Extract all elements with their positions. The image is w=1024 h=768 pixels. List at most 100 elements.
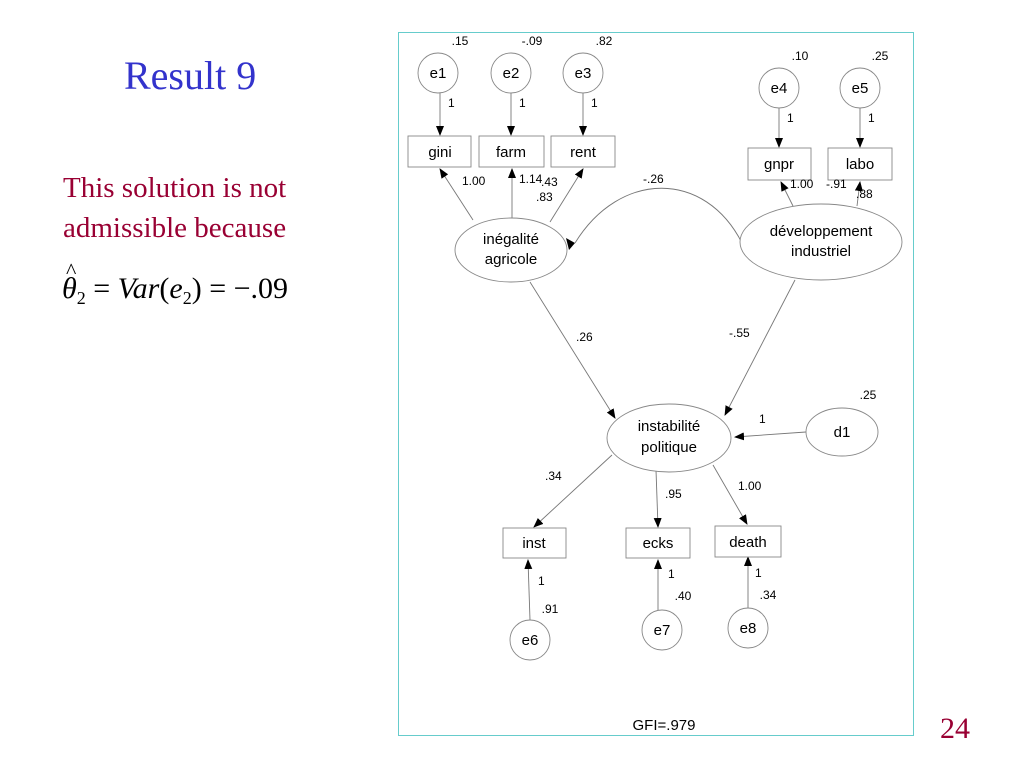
inegalite-label-line1: inégalité (483, 231, 539, 248)
e6-path-weight: 1 (538, 574, 545, 588)
indicator-rent (550, 135, 616, 168)
inegalite-label-line2: agricole (485, 251, 538, 268)
open-paren: ( (159, 272, 170, 305)
latent-instabilite-politique (606, 403, 732, 473)
page-number: 24 (940, 712, 970, 745)
e1-variance: .15 (452, 34, 469, 48)
disturbance-node-d1 (805, 407, 879, 457)
e4-variance: .10 (792, 49, 809, 63)
inst-label: inst (522, 535, 546, 552)
equals-sign-2: = (209, 272, 227, 305)
arrow-d1-instabilite (734, 431, 807, 441)
e4-label: e4 (771, 80, 788, 97)
gnpr-label: gnpr (764, 156, 794, 173)
indicator-gnpr (747, 147, 812, 181)
error-node-e2 (490, 52, 532, 94)
error-subscript: 2 (182, 288, 192, 308)
e3-label: e3 (575, 65, 592, 82)
equals-sign-1: = (93, 272, 111, 305)
arrow-instabilite-inst (533, 454, 613, 528)
e8-path-weight: 1 (755, 566, 762, 580)
e5-variance: .25 (872, 49, 889, 63)
developpement-label-line1: développement (770, 223, 873, 240)
inegalite-instabilite-coef: .26 (576, 330, 593, 344)
e7-label: e7 (654, 622, 671, 639)
path-diagram-frame (398, 32, 914, 736)
error-node-e4 (758, 67, 800, 109)
indicator-death (714, 525, 782, 558)
instabilite-label-line1: instabilité (638, 418, 701, 435)
latent-inegalite-agricole (454, 217, 568, 283)
farm-loading: 1.14 (519, 172, 543, 186)
error-symbol: e (169, 272, 183, 305)
arrow-developpement-labo (854, 181, 863, 207)
e1-path-weight: 1 (448, 96, 455, 110)
labo-r2: .88 (856, 187, 873, 201)
error-node-e1 (417, 52, 459, 94)
arrow-instabilite-ecks (653, 469, 662, 528)
var-function: Var (117, 272, 160, 305)
e2-path-weight: 1 (519, 96, 526, 110)
covariance-arrowhead-left (566, 238, 575, 250)
d1-path-weight: 1 (759, 412, 766, 426)
path-arrows (436, 93, 864, 621)
labo-label: labo (846, 156, 874, 173)
indicator-labo (827, 147, 893, 181)
arrow-inegalite-gini (439, 168, 474, 221)
instabilite-label-line2: politique (641, 439, 697, 456)
theta-hat-symbol: ^θ (62, 258, 77, 305)
arrow-inegalite-rent (549, 168, 584, 223)
latent-developpement-industriel (739, 203, 903, 281)
explanation-text: This solution is not admissible because (63, 168, 286, 248)
e1-label: e1 (430, 65, 447, 82)
e6-label: e6 (522, 632, 539, 649)
e5-label: e5 (852, 80, 869, 97)
e3-path-weight: 1 (591, 96, 598, 110)
e6-variance: .91 (542, 602, 559, 616)
arrow-e6-inst (524, 559, 533, 621)
error-node-e5 (839, 67, 881, 109)
e5-path-weight: 1 (868, 111, 875, 125)
rent-loading: .83 (536, 190, 553, 204)
arrow-inegalite-instabilite (529, 281, 616, 419)
e2-variance: -.09 (522, 34, 543, 48)
slide-title: Result 9 (124, 53, 257, 98)
covariance-arc (574, 187, 743, 244)
explanation-line-1: This solution is not (63, 172, 287, 204)
e8-variance: .34 (760, 588, 777, 602)
d1-variance: .25 (860, 388, 877, 402)
error-node-e3 (562, 52, 604, 94)
inst-loading: .34 (545, 469, 562, 483)
e2-label: e2 (503, 65, 520, 82)
indicator-inst (502, 527, 567, 559)
indicator-gini (407, 135, 472, 168)
ecks-loading: .95 (665, 487, 682, 501)
error-node-e6 (509, 619, 551, 661)
error-node-e7 (641, 609, 683, 651)
developpement-instabilite-coef: -.55 (729, 326, 750, 340)
indicator-farm (478, 135, 545, 168)
theta-subscript: 2 (76, 288, 86, 308)
e4-path-weight: 1 (787, 111, 794, 125)
farm-r2: .43 (541, 175, 558, 189)
d1-label: d1 (834, 424, 851, 441)
arrow-instabilite-death (712, 464, 748, 525)
arrow-developpement-instabilite (724, 279, 796, 416)
formula-value: −.09 (233, 272, 289, 305)
variance-formula: ^θ2 = Var(e2) = −.09 (62, 258, 289, 309)
gini-loading: 1.00 (462, 174, 486, 188)
fit-index: GFI=.979 (633, 717, 696, 734)
covariance-value: -.26 (643, 172, 664, 186)
explanation-line-2: admissible because (63, 212, 287, 244)
arrow-developpement-gnpr (780, 181, 794, 207)
e7-variance: .40 (675, 589, 692, 603)
gnpr-loading: 1.00 (790, 177, 814, 191)
indicator-ecks (625, 527, 691, 559)
e7-path-weight: 1 (668, 567, 675, 581)
death-label: death (729, 534, 767, 551)
gini-label: gini (428, 144, 451, 161)
death-loading: 1.00 (738, 479, 762, 493)
rent-label: rent (570, 144, 597, 161)
error-node-e8 (727, 607, 769, 649)
